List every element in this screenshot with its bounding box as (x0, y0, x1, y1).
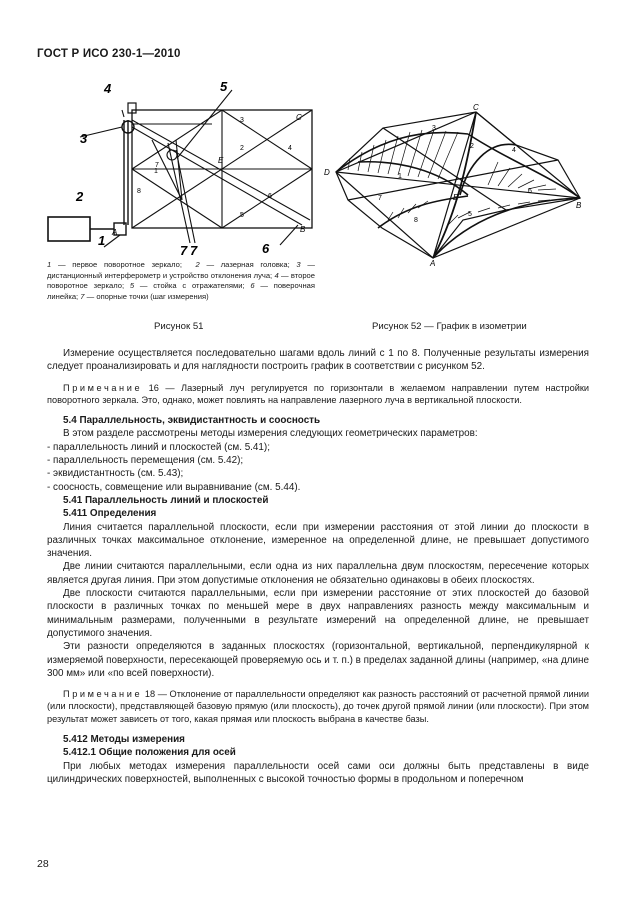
paragraph: Измерение осуществляется последовательно… (47, 348, 589, 373)
pos-label: 8 (137, 188, 141, 195)
pos-label: 7 (155, 162, 159, 169)
callout: 2 (75, 189, 84, 204)
pos-label: 6 (268, 193, 272, 200)
paragraph: Линия считается параллельной плоскости, … (47, 521, 589, 560)
isometric-number: 4 (512, 147, 516, 154)
corner-A: A (111, 228, 117, 237)
isometric-number: 2 (470, 143, 474, 150)
section-heading: 5.412.1 Общие положения для осей (63, 747, 236, 759)
note-16: Примечание 16 — Лазерный луч регулируетс… (47, 382, 589, 405)
isometric-number: 5 (468, 211, 472, 218)
isometric-number: 1 (398, 173, 402, 180)
laser-head (47, 216, 91, 242)
callout: 4 (103, 81, 112, 96)
figure-52-isometric-graph: C D B A E 1 2 3 4 5 6 7 8 (324, 103, 582, 268)
corner-E: E (453, 193, 459, 202)
note-18: Примечание 18 — Отклонение от параллельн… (47, 689, 589, 724)
figure-51-legend: 1 — первое поворотное зеркало; 2 — лазер… (47, 260, 315, 301)
callout: 5 (220, 79, 228, 94)
corner-C: C (473, 103, 479, 112)
section-heading: 5.411 Определения (63, 508, 157, 520)
isometric-number: 7 (378, 195, 382, 202)
body-text: Измерение осуществляется последовательно… (47, 347, 589, 786)
pos-label: E (218, 156, 224, 165)
pos-label: 4 (288, 145, 292, 152)
pos-label: 2 (240, 145, 244, 152)
corner-A: A (429, 259, 435, 268)
pos-label: 5 (240, 212, 244, 219)
paragraph: При любых методах измерения параллельнос… (47, 760, 589, 785)
paragraph: Эти разности определяются в заданных пло… (47, 641, 589, 679)
figure-52-caption: Рисунок 52 — График в изометрии (372, 321, 527, 332)
callout: 3 (80, 131, 88, 146)
list-item: - параллельность линий и плоскостей (см.… (47, 441, 270, 453)
isometric-number: 3 (432, 125, 436, 132)
callout: 1 (98, 233, 105, 248)
corner-B: B (300, 225, 306, 234)
isometric-number: 8 (414, 217, 418, 224)
paragraph: Две линии считаются параллельными, если … (47, 561, 589, 586)
callout: 6 (262, 241, 270, 256)
pos-label: 1 (154, 168, 158, 175)
corner-D: D (324, 168, 330, 177)
section-heading: 5.4 Параллельность, эквидистантность и с… (63, 415, 321, 427)
section-heading: 5.412 Методы измерения (63, 734, 185, 746)
page-number: 28 (37, 858, 49, 870)
figure-51-caption: Рисунок 51 (154, 321, 204, 332)
section-heading: 5.41 Параллельность линий и плоскостей (63, 494, 269, 506)
paragraph: В этом разделе рассмотрены методы измере… (63, 428, 478, 440)
list-item: - параллельность перемещения (см. 5.42); (47, 455, 244, 467)
list-item: - соосность, совмещение или выравнивание… (47, 481, 301, 493)
callout: 7 (190, 243, 198, 258)
document-header: ГОСТ Р ИСО 230-1—2010 (37, 48, 181, 60)
corner-C: C (296, 113, 302, 122)
figure-51-diagram: A B C 1 2 3 4 5 6 7 8 E 1 2 3 4 5 6 7 7 (47, 79, 313, 258)
paragraph: Две плоскости считаются параллельными, е… (47, 588, 589, 639)
pos-label: 3 (240, 117, 244, 124)
list-item: - эквидистантность (см. 5.43); (47, 468, 184, 480)
callout: 7 (180, 243, 188, 258)
corner-B: B (576, 201, 582, 210)
isometric-number: 6 (528, 188, 532, 195)
